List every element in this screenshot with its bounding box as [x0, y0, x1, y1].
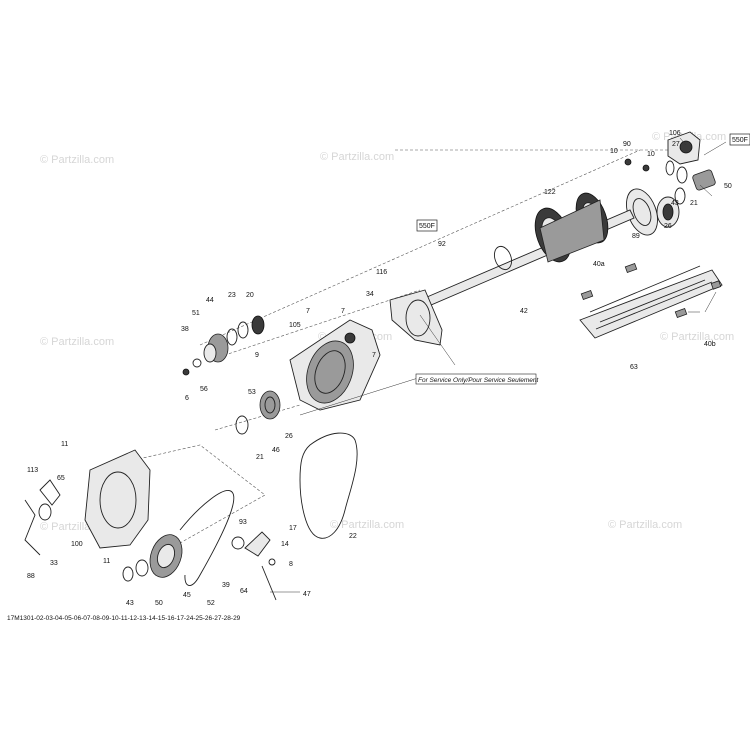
- watermark: © Partzilla.com: [608, 519, 682, 531]
- service-note-text: For Service Only/Pour Service Seulement: [418, 377, 539, 384]
- callout-8: 8: [289, 561, 293, 568]
- callout-53: 53: [248, 389, 256, 396]
- watermark: © Partzilla.com: [40, 154, 114, 166]
- callout-113: 113: [27, 467, 38, 474]
- callout-47: 47: [303, 591, 311, 598]
- callout-26: 26: [664, 223, 672, 230]
- callout-27: 27: [672, 141, 680, 148]
- bearing-housing-group: [624, 131, 716, 236]
- slider-track-part: [579, 262, 723, 339]
- callout-40a: 40a: [593, 261, 605, 268]
- gasket-plate: [389, 289, 443, 346]
- callout-90: 90: [623, 141, 631, 148]
- callout-52: 52: [207, 600, 215, 607]
- callout-labels: 106 90 27 10 10 21 50 43 26 89 122 92 42…: [27, 130, 732, 607]
- callout-40b: 40b: [704, 341, 716, 348]
- callout-38: 38: [181, 326, 189, 333]
- callout-105: 105: [289, 322, 301, 329]
- callout-42: 42: [520, 308, 528, 315]
- callout-43: 43: [126, 600, 134, 607]
- chain-loop: [299, 432, 358, 539]
- callout-65: 65: [57, 475, 65, 482]
- callout-43: 43: [671, 200, 679, 207]
- callout-51: 51: [192, 310, 200, 317]
- watermark: © Partzilla.com: [330, 519, 404, 531]
- callout-88: 88: [27, 573, 35, 580]
- callout-7: 7: [306, 308, 310, 315]
- callout-106: 106: [669, 130, 681, 137]
- drive-axle-assembly: [419, 192, 635, 309]
- chaincase-housing: [289, 319, 381, 411]
- callout-64: 64: [240, 588, 248, 595]
- callout-21: 21: [256, 454, 264, 461]
- callout-7: 7: [341, 308, 345, 315]
- watermark: © Partzilla.com: [320, 151, 394, 163]
- callout-45: 45: [183, 592, 191, 599]
- callout-14: 14: [281, 541, 289, 548]
- sealant-label: 550F: [419, 223, 435, 230]
- callout-44: 44: [206, 297, 214, 304]
- callout-46: 46: [272, 447, 280, 454]
- callout-22: 22: [349, 533, 357, 540]
- callout-7: 7: [372, 352, 376, 359]
- callout-10: 10: [647, 151, 655, 158]
- callout-34: 34: [366, 291, 374, 298]
- sealant-box-top: 550F: [729, 133, 750, 146]
- upper-gear-stack: [182, 315, 281, 435]
- callout-26: 26: [285, 433, 293, 440]
- callout-56: 56: [200, 386, 208, 393]
- watermark: © Partzilla.com: [40, 336, 114, 348]
- callout-39: 39: [222, 582, 230, 589]
- sealant-box-mid: 550F: [416, 219, 438, 232]
- callout-9: 9: [255, 352, 259, 359]
- callout-63: 63: [630, 364, 638, 371]
- watermark: © Partzilla.com: [660, 331, 734, 343]
- callout-116: 116: [376, 269, 387, 276]
- callout-21: 21: [690, 200, 698, 207]
- callout-50: 50: [155, 600, 163, 607]
- callout-11: 11: [103, 558, 110, 565]
- callout-100: 100: [71, 541, 83, 548]
- callout-11: 11: [61, 441, 68, 448]
- callout-50: 50: [724, 183, 732, 190]
- sealant-label: 550F: [732, 137, 748, 144]
- callout-92: 92: [438, 241, 446, 248]
- leader-lines: [270, 137, 727, 593]
- callout-33: 33: [50, 560, 58, 567]
- callout-93: 93: [239, 519, 247, 526]
- callout-20: 20: [246, 292, 254, 299]
- lower-gear-chain: [122, 490, 277, 601]
- service-note: For Service Only/Pour Service Seulement: [415, 373, 539, 385]
- callout-23: 23: [228, 292, 236, 299]
- callout-122: 122: [544, 189, 556, 196]
- callout-6: 6: [185, 395, 189, 402]
- callout-89: 89: [632, 233, 640, 240]
- assembly-axes: [89, 149, 700, 561]
- callout-17: 17: [289, 525, 297, 532]
- chaincase-cover: [24, 449, 151, 556]
- callout-10: 10: [610, 148, 618, 155]
- diagram-code: 17M1301-02-03-04-05-06-07-08-09-10-11-12…: [7, 615, 241, 622]
